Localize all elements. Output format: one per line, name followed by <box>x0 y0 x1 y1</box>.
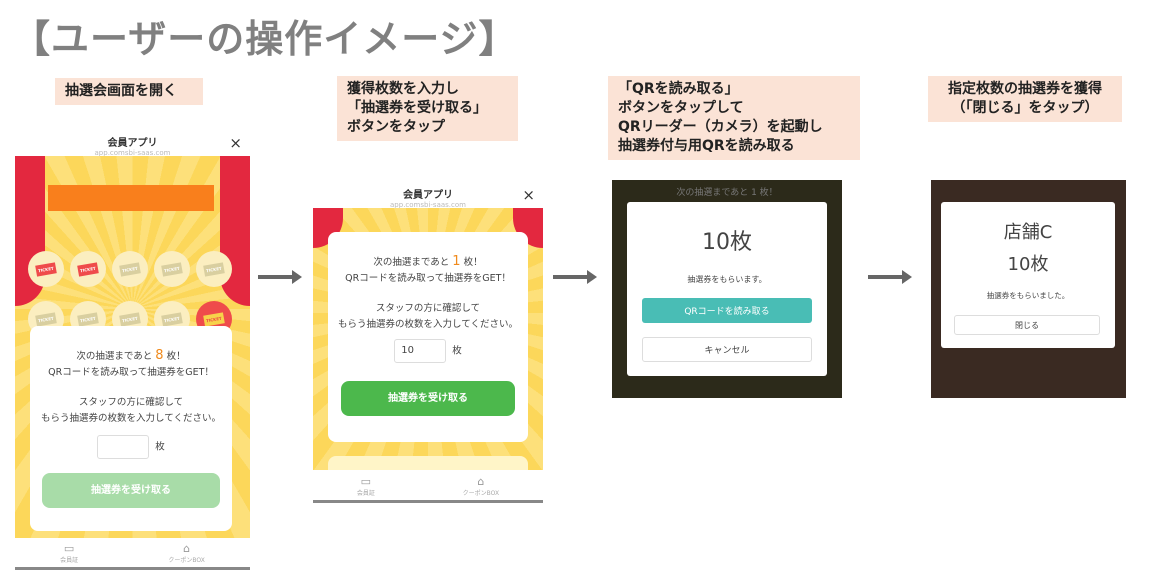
page-title: 【ユーザーの操作イメージ】 <box>12 17 518 61</box>
arrow-icon <box>553 270 597 284</box>
app-title: 会員アプリ <box>107 138 158 149</box>
modal-message: 抽選券をもらいました。 <box>986 291 1070 300</box>
instruction-text: QRコードを読み取って抽選券をGET！ <box>48 367 214 378</box>
bottom-nav: ▭ 会員証 ⌂ クーポンBOX <box>313 470 543 503</box>
instruction-text: スタッフの方に確認して <box>375 303 481 314</box>
label-line: 抽選券付与用QRを読み取る <box>618 138 795 154</box>
modal-message: 抽選券をもらいます。 <box>687 275 767 284</box>
close-button[interactable]: 閉じる <box>954 315 1100 335</box>
msg-text: 次の抽選まであと <box>76 351 153 362</box>
instruction-text: もらう抽選券の枚数を入力してください。 <box>41 413 221 424</box>
ticket-text: TICKET <box>77 311 99 327</box>
ticket-text: TICKET <box>119 311 141 327</box>
unit-label: 枚 <box>452 345 462 357</box>
label-line: ボタンをタップ <box>347 119 445 135</box>
unit-label: 枚 <box>155 441 165 453</box>
instruction-text: もらう抽選券の枚数を入力してください。 <box>338 319 518 330</box>
app-url: app.comsbi-saas.com <box>390 201 466 209</box>
screen-tickets-received: 店舗C 10枚 抽選券をもらいました。 閉じる <box>931 180 1126 398</box>
read-qr-button[interactable]: QRコードを読み取る <box>642 298 812 323</box>
coupon-box-icon: ⌂ <box>183 542 191 555</box>
ticket-text: TICKET <box>77 261 99 277</box>
label-line: 「抽選券を受け取る」 <box>347 100 487 116</box>
arrow-icon <box>868 270 912 284</box>
app-url: app.comsbi-saas.com <box>94 149 171 157</box>
remaining-count: 8 <box>155 348 164 363</box>
lottery-card: 次の抽選まであと 8 枚！ QRコードを読み取って抽選券をGET！ スタッフの方… <box>30 326 232 531</box>
nav-coupon-box[interactable]: ⌂ クーポンBOX <box>168 542 204 564</box>
banner <box>48 185 214 211</box>
screen-lottery-open: 会員アプリ app.comsbi-saas.com × TICKET TICKE… <box>15 128 250 570</box>
result-modal: 店舗C 10枚 抽選券をもらいました。 閉じる <box>941 202 1115 348</box>
label-line: 指定枚数の抽選券を獲得 <box>948 81 1102 97</box>
member-card-icon: ▭ <box>360 475 372 488</box>
step-2-label: 獲得枚数を入力し「抽選券を受け取る」ボタンをタップ <box>337 76 518 141</box>
lottery-stage: 次の抽選まであと 1 枚！ QRコードを読み取って抽選券をGET！ スタッフの方… <box>313 208 543 476</box>
nav-label: クーポンBOX <box>462 490 500 497</box>
ticket-slot: TICKET <box>112 251 148 287</box>
coupon-box-icon: ⌂ <box>477 475 485 488</box>
step-1-label: 抽選会画面を開く <box>55 78 203 105</box>
remaining-count: 1 <box>452 254 461 269</box>
screen-confirm-qr: 次の抽選まであと 1 枚！ 10枚 抽選券をもらいます。 QRコードを読み取る … <box>612 180 842 398</box>
ticket-text: TICKET <box>203 261 225 277</box>
remaining-message: 次の抽選まであと 1 枚！ <box>328 254 528 271</box>
lottery-stage: TICKET TICKET TICKET TICKET TICKET TICKE… <box>15 156 250 538</box>
arrow-icon <box>258 270 302 284</box>
close-icon[interactable]: × <box>522 186 535 204</box>
ticket-text: TICKET <box>35 261 57 277</box>
ticket-amount: 10枚 <box>702 230 752 255</box>
app-title: 会員アプリ <box>403 190 453 201</box>
ticket-slot: TICKET <box>196 251 232 287</box>
step-3-label: 「QRを読み取る」ボタンをタップして QRリーダー（カメラ）を起動し抽選券付与用Q… <box>608 76 860 160</box>
nav-label: クーポンBOX <box>168 557 205 564</box>
nav-coupon-box[interactable]: ⌂ クーポンBOX <box>463 475 499 497</box>
msg-text: 枚！ <box>463 257 483 268</box>
ticket-slot: TICKET <box>28 251 64 287</box>
instruction-text: QRコードを読み取って抽選券をGET！ <box>345 273 511 284</box>
store-name: 店舗C <box>1003 222 1053 243</box>
app-header: 会員アプリ app.comsbi-saas.com × <box>15 128 250 157</box>
close-icon[interactable]: × <box>229 134 242 152</box>
ticket-text: TICKET <box>35 311 57 327</box>
screen-enter-count: 会員アプリ app.comsbi-saas.com × 次の抽選まであと 1 枚… <box>313 180 543 503</box>
ticket-text: TICKET <box>161 311 183 327</box>
cancel-button[interactable]: キャンセル <box>642 337 812 362</box>
step-4-label: 指定枚数の抽選券を獲得 （「閉じる」をタップ） <box>928 76 1122 122</box>
label-line: 抽選会画面を開く <box>65 83 177 99</box>
app-header: 会員アプリ app.comsbi-saas.com × <box>313 180 543 209</box>
label-line: （「閉じる」をタップ） <box>951 100 1099 116</box>
ticket-amount: 10枚 <box>1007 254 1049 275</box>
label-line: QRリーダー（カメラ）を起動し <box>618 119 823 135</box>
msg-text: 枚！ <box>166 351 186 362</box>
nav-label: 会員証 <box>356 490 375 497</box>
nav-member-card[interactable]: ▭ 会員証 <box>60 542 78 564</box>
label-line: 獲得枚数を入力し <box>347 81 459 97</box>
ticket-text: TICKET <box>161 261 183 277</box>
background-text: 次の抽選まであと 1 枚！ <box>676 188 778 198</box>
member-card-icon: ▭ <box>63 542 75 555</box>
nav-member-card[interactable]: ▭ 会員証 <box>357 475 375 497</box>
bottom-nav: ▭ 会員証 ⌂ クーポンBOX <box>15 538 250 570</box>
label-line: ボタンをタップして <box>618 100 744 116</box>
ticket-text: TICKET <box>203 311 225 327</box>
ticket-count-input[interactable]: 10 <box>394 339 447 363</box>
nav-label: 会員証 <box>60 557 79 564</box>
ticket-text: TICKET <box>119 261 141 277</box>
instruction-text: スタッフの方に確認して <box>78 397 184 408</box>
receive-tickets-button[interactable]: 抽選券を受け取る <box>341 381 515 416</box>
ticket-count-input[interactable] <box>97 435 150 459</box>
msg-text: 次の抽選まであと <box>373 257 450 268</box>
remaining-message: 次の抽選まであと 8 枚！ <box>30 348 232 365</box>
confirm-modal: 10枚 抽選券をもらいます。 QRコードを読み取る キャンセル <box>627 202 827 376</box>
label-line: 「QRを読み取る」 <box>618 81 739 97</box>
lottery-card: 次の抽選まであと 1 枚！ QRコードを読み取って抽選券をGET！ スタッフの方… <box>328 232 528 442</box>
ticket-slot: TICKET <box>70 251 106 287</box>
ticket-slot: TICKET <box>154 251 190 287</box>
receive-tickets-button[interactable]: 抽選券を受け取る <box>42 473 220 508</box>
